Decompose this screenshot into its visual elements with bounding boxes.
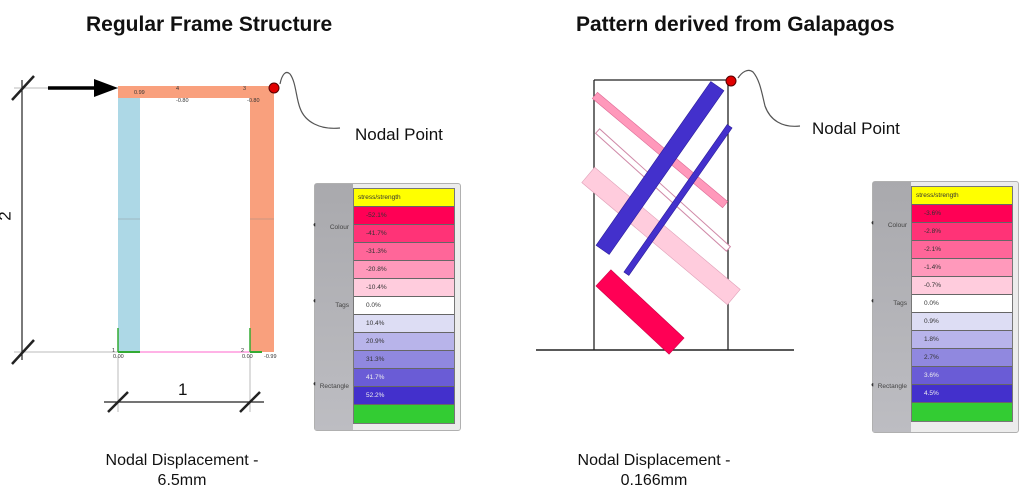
legend-inputs-left: ◖ Colour ◖ Tags ◖ Rectangle	[312, 184, 353, 430]
nodal-point-left	[268, 82, 280, 94]
right-caption: Nodal Displacement - 0.166mm	[560, 451, 748, 491]
right-diagram-title: Pattern derived from Galapagos	[576, 13, 895, 36]
legend-input-tags: Tags	[335, 302, 349, 309]
member-value: -0.80	[176, 98, 189, 104]
callout-label-right: Nodal Point	[812, 119, 900, 138]
legend-cell: 1.8%	[912, 331, 1012, 349]
load-arrow	[48, 79, 118, 97]
right-caption-line1: Nodal Displacement -	[577, 452, 731, 469]
legend-cell: 2.7%	[912, 349, 1012, 367]
legend-input-rectangle: Rectangle	[877, 383, 907, 390]
callout-leader-right	[737, 69, 801, 127]
legend-cell: 0.0%	[354, 297, 454, 315]
right-caption-line2: 0.166mm	[620, 472, 688, 489]
legend-cells-left: stress/strength-52.1%-41.7%-31.3%-20.8%-…	[353, 188, 455, 424]
legend-cell: stress/strength	[912, 187, 1012, 205]
input-grip[interactable]: ◖	[312, 379, 317, 388]
left-caption-line1: Nodal Displacement -	[105, 452, 259, 469]
legend-cell: 0.0%	[912, 295, 1012, 313]
legend-input-rectangle: Rectangle	[319, 383, 349, 390]
legend-cell: -31.3%	[354, 243, 454, 261]
node-label: 3	[243, 86, 247, 92]
input-grip[interactable]: ◖	[312, 220, 317, 229]
width-dimension-label: 1	[178, 380, 188, 399]
legend-input-tags: Tags	[893, 300, 907, 307]
height-dimension	[11, 75, 118, 365]
legend-cell: 41.7%	[354, 369, 454, 387]
left-column	[118, 98, 140, 352]
node-label: 4	[176, 86, 180, 92]
height-dimension-label: 2	[0, 211, 16, 220]
left-diagram-title: Regular Frame Structure	[86, 13, 333, 36]
legend-cell: -2.8%	[912, 223, 1012, 241]
input-grip[interactable]: ◖	[870, 296, 875, 305]
legend-cell: -52.1%	[354, 207, 454, 225]
member-value: -0.80	[247, 98, 260, 104]
input-grip[interactable]: ◖	[870, 218, 875, 227]
legend-panel-left: ◖ Colour ◖ Tags ◖ Rectangle stress/stren…	[312, 183, 461, 431]
callout-leader-left	[279, 71, 341, 129]
legend-cell: -1.4%	[912, 259, 1012, 277]
legend-cell: stress/strength	[354, 189, 454, 207]
member-value: 0.00	[242, 354, 253, 360]
member-value: -0.99	[264, 354, 277, 360]
left-caption: Nodal Displacement - 6.5mm	[88, 451, 276, 491]
legend-cell: 31.3%	[354, 351, 454, 369]
legend-cell: 20.9%	[354, 333, 454, 351]
width-dimension	[104, 356, 264, 413]
legend-cells-right: stress/strength-3.6%-2.8%-2.1%-1.4%-0.7%…	[911, 186, 1013, 422]
diagonal-members	[581, 81, 741, 355]
legend-cell: -0.7%	[912, 277, 1012, 295]
callout-label-left: Nodal Point	[355, 125, 443, 144]
node-label: 2	[241, 348, 245, 354]
legend-cell: 4.5%	[912, 385, 1012, 403]
legend-cell	[912, 403, 1012, 421]
legend-cell: -10.4%	[354, 279, 454, 297]
legend-cell: 10.4%	[354, 315, 454, 333]
member-value: 0.00	[113, 354, 124, 360]
nodal-point-right	[725, 75, 737, 87]
legend-panel-right: ◖ Colour ◖ Tags ◖ Rectangle stress/stren…	[870, 181, 1019, 433]
legend-input-colour: Colour	[887, 222, 907, 229]
member-value: 0.99	[134, 90, 145, 96]
input-grip[interactable]: ◖	[312, 296, 317, 305]
legend-cell: -3.6%	[912, 205, 1012, 223]
legend-input-colour: Colour	[329, 224, 349, 231]
legend-cell: 52.2%	[354, 387, 454, 405]
top-beam	[118, 86, 274, 98]
legend-cell: -2.1%	[912, 241, 1012, 259]
node-label: 1	[112, 348, 116, 354]
legend-cell: -20.8%	[354, 261, 454, 279]
right-column	[250, 98, 274, 352]
legend-cell: -41.7%	[354, 225, 454, 243]
left-caption-line2: 6.5mm	[157, 472, 207, 489]
legend-cell: 3.6%	[912, 367, 1012, 385]
input-grip[interactable]: ◖	[870, 380, 875, 389]
legend-inputs-right: ◖ Colour ◖ Tags ◖ Rectangle	[870, 182, 911, 432]
legend-cell: 0.9%	[912, 313, 1012, 331]
legend-cell	[354, 405, 454, 423]
